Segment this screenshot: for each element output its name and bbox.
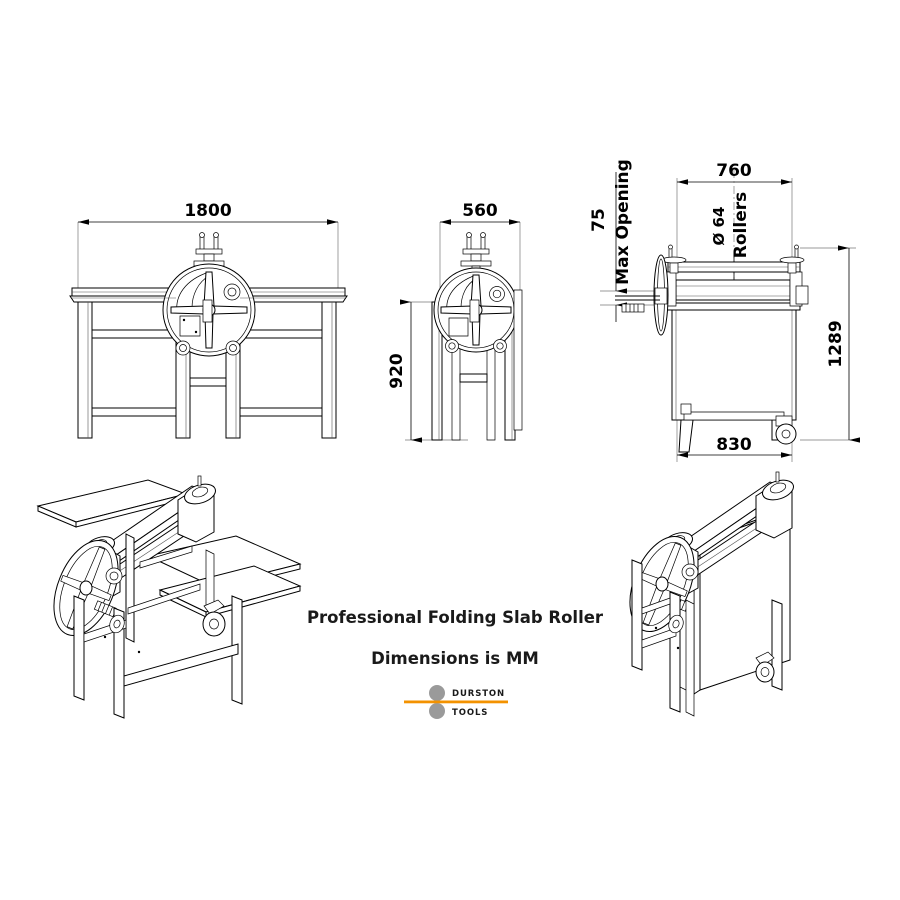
base-leg-left — [678, 419, 694, 453]
dimension-label-max-opening-value: 75 — [589, 208, 609, 232]
iso-hinge-knob — [109, 614, 125, 634]
hand-wheel-side — [433, 267, 519, 353]
dimension-label-depth-overall: 560 — [462, 201, 498, 221]
fold-leg-front-left — [669, 591, 681, 713]
view-isometric-folded — [629, 471, 794, 717]
title-line-1: Professional Folding Slab Roller — [307, 608, 604, 627]
rail-lower-left — [91, 407, 177, 417]
view-side-elevation — [400, 219, 523, 443]
leg-right — [321, 301, 337, 439]
iso-leg-rear-left — [125, 533, 135, 643]
cabinet-body — [671, 299, 797, 421]
pivot-knob-left — [175, 340, 191, 356]
side-pivot-knob-left — [445, 339, 459, 353]
fold-leg-front-centre — [685, 599, 695, 717]
iso-stretcher-mid — [127, 583, 201, 615]
iso-adjuster-right — [184, 475, 216, 505]
dimension-label-max-opening-text: Max Opening — [613, 159, 633, 285]
pivot-knob-right — [225, 340, 241, 356]
rail-lower-right — [239, 407, 323, 417]
title-line-2: Dimensions is MM — [371, 649, 539, 668]
adjuster-right — [779, 244, 805, 274]
rail-upper-right — [239, 329, 323, 339]
logo-roller-upper-icon — [429, 685, 445, 701]
dimension-label-roller: Rollers — [731, 192, 751, 258]
fold-fixing-dot — [676, 646, 680, 650]
rail-centre-stretcher — [189, 377, 227, 387]
iso-fixing-dot — [137, 650, 141, 654]
view-isometric-open — [36, 475, 302, 719]
side-pivot-knob-right — [493, 339, 507, 353]
dimension-label-body-width: 760 — [716, 161, 752, 181]
roller-barrel — [675, 279, 791, 301]
iso-stretcher-lower — [123, 643, 239, 687]
durston-tools-logo: DURSTON TOOLS — [404, 685, 508, 719]
lower-rail — [665, 302, 801, 311]
bearing-block-right — [795, 285, 809, 305]
rail-upper-left — [91, 329, 177, 339]
dimension-label-roller-diameter: Ø 64 — [710, 207, 728, 246]
iso-leg-front-centre — [113, 607, 125, 719]
view-front-elevation — [69, 219, 348, 439]
side-folded-table — [513, 289, 523, 431]
leg-left — [77, 301, 93, 439]
view-rear-elevation — [600, 170, 860, 462]
dimension-label-base-width: 830 — [716, 435, 752, 455]
dimension-label-width-overall: 1800 — [184, 201, 231, 221]
dimension-label-table-height: 920 — [387, 353, 407, 389]
fold-stretcher-upper — [641, 627, 677, 649]
base-cross-rail — [683, 411, 785, 421]
iso-leg-front-left — [73, 595, 85, 701]
fold-adjuster-right — [762, 471, 794, 501]
logo-roller-lower-icon — [429, 703, 445, 719]
side-stretcher — [459, 373, 488, 383]
fold-stretcher-mid — [641, 597, 671, 615]
fold-castor — [755, 651, 775, 683]
castor-wheel — [775, 415, 797, 445]
adjuster-left — [661, 244, 687, 274]
hand-wheel-front — [162, 263, 256, 357]
logo-name-bottom: TOOLS — [452, 708, 488, 718]
fold-leg-rear-left — [631, 559, 643, 671]
fold-fixing-dot — [654, 626, 658, 630]
fold-hinge-knob — [668, 614, 684, 634]
iso-fixing-dot — [103, 635, 107, 639]
knurled-handle — [621, 303, 645, 313]
hand-wheel-edge — [653, 254, 669, 336]
iso-hand-wheel — [53, 539, 123, 637]
iso-castor — [202, 599, 226, 637]
cabinet-detail-box — [680, 403, 692, 415]
logo-bar — [404, 700, 508, 704]
logo-name-top: DURSTON — [452, 689, 505, 699]
iso-rail-under-table — [139, 545, 193, 569]
dimension-label-total-height: 1289 — [826, 320, 846, 367]
